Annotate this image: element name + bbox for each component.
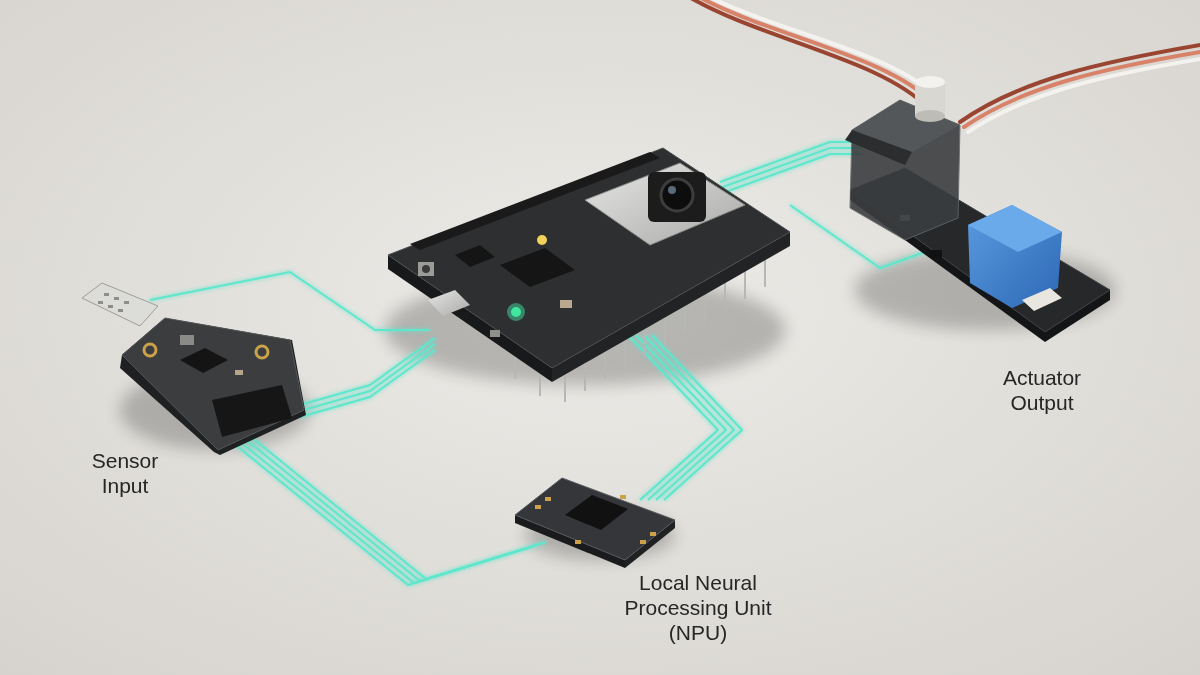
pin	[604, 349, 606, 379]
board-top	[515, 478, 675, 560]
chip	[455, 245, 495, 267]
vent	[114, 297, 119, 300]
relay-top	[968, 205, 1062, 252]
trace	[720, 154, 862, 194]
pad	[620, 495, 626, 499]
component	[235, 370, 243, 375]
part-label: Actuator Output	[980, 365, 1104, 415]
button	[418, 262, 434, 276]
vent	[108, 305, 113, 308]
servo-flange	[845, 130, 912, 165]
servo-cable	[684, 0, 1200, 132]
pin	[764, 257, 766, 287]
pin	[744, 269, 746, 299]
sensor-housing	[82, 283, 158, 326]
wire	[690, 0, 934, 104]
vent-holes	[98, 293, 129, 312]
pin	[684, 303, 686, 333]
wire	[696, 0, 940, 100]
camera-module	[648, 172, 706, 222]
pad	[650, 532, 656, 536]
pad	[575, 540, 581, 544]
trace	[300, 338, 435, 405]
trace	[300, 344, 435, 411]
trace	[652, 335, 742, 500]
camera-lens	[661, 179, 693, 211]
terminal-connector	[1022, 288, 1062, 311]
board-top	[122, 318, 304, 450]
trace	[244, 438, 540, 581]
wire	[684, 0, 928, 108]
wire	[968, 58, 1200, 132]
pin	[564, 372, 566, 402]
pin-header	[212, 385, 292, 437]
rf-shield	[585, 163, 745, 245]
chip	[180, 348, 228, 373]
pin	[664, 315, 666, 345]
mount-hole	[144, 344, 156, 356]
actuator-module	[845, 76, 1110, 342]
mount-hole	[256, 346, 268, 358]
main-board	[388, 148, 790, 402]
trace	[300, 350, 435, 417]
board-edge	[120, 318, 306, 455]
servo-body	[850, 100, 960, 240]
vent	[104, 293, 109, 296]
npu-board	[515, 478, 675, 568]
trace	[150, 272, 430, 330]
pad	[640, 540, 646, 544]
component	[560, 300, 572, 308]
pad	[545, 497, 551, 501]
pin	[644, 326, 646, 356]
servo-horn	[915, 76, 945, 88]
pad	[535, 505, 541, 509]
shaft-base	[915, 110, 945, 122]
pin	[584, 361, 586, 391]
status-led	[537, 235, 547, 245]
part-label: Sensor Input	[72, 448, 178, 498]
pin	[704, 292, 706, 322]
vent	[124, 301, 129, 304]
npu-chip	[565, 495, 628, 530]
led-glow	[507, 303, 525, 321]
chip	[500, 248, 575, 287]
temperature-sensor	[82, 283, 158, 326]
button-cap	[422, 265, 430, 273]
pads	[535, 495, 656, 544]
pin	[724, 280, 726, 310]
component	[930, 250, 942, 258]
board-top	[388, 148, 790, 368]
component	[490, 330, 500, 337]
lens-glint	[668, 186, 676, 194]
vent	[118, 309, 123, 312]
usb-port	[428, 290, 470, 316]
trace	[636, 335, 726, 500]
power-led	[511, 307, 521, 317]
trace	[250, 436, 546, 579]
component	[180, 335, 194, 345]
pin	[624, 338, 626, 368]
sensor-board	[120, 318, 306, 455]
trace	[628, 335, 718, 500]
part-label: Local Neural Processing Unit (NPU)	[620, 570, 776, 646]
trace	[644, 335, 734, 500]
vent	[98, 301, 103, 304]
